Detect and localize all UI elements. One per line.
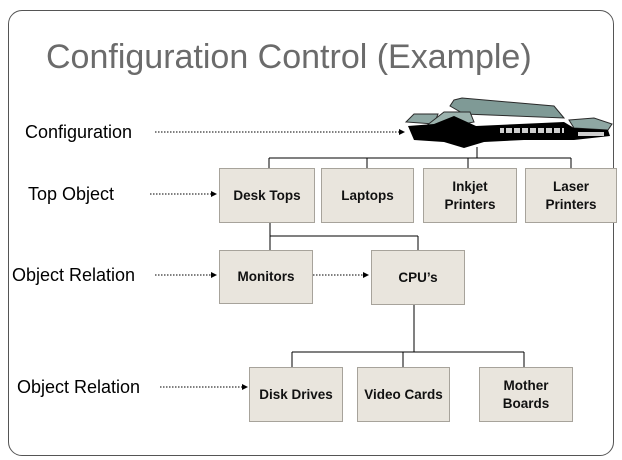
row-label-object-relation: Object Relation bbox=[12, 265, 136, 285]
node-laptops: Laptops bbox=[321, 168, 414, 223]
row-label-configuration: Configuration bbox=[25, 122, 133, 142]
node-disk-drives: Disk Drives bbox=[249, 367, 343, 422]
tree-cpus bbox=[291, 305, 525, 367]
node-desk-tops: Desk Tops bbox=[219, 168, 315, 223]
tree-desk-tops bbox=[269, 223, 419, 250]
page-title: Configuration Control (Example) bbox=[46, 38, 532, 76]
row-label-object-relation: Object Relation bbox=[17, 377, 141, 397]
node-monitors: Monitors bbox=[219, 250, 313, 304]
node-video-cards: Video Cards bbox=[357, 367, 450, 422]
node-cpus: CPU’s bbox=[371, 250, 465, 305]
tree-top bbox=[268, 147, 572, 168]
node-mother-boards: Mother Boards bbox=[479, 367, 573, 422]
row-label-top-object: Top Object bbox=[28, 184, 115, 204]
node-laser-printers: Laser Printers bbox=[525, 168, 617, 223]
node-inkjet-printers: Inkjet Printers bbox=[423, 168, 517, 223]
building-icon bbox=[404, 97, 613, 148]
